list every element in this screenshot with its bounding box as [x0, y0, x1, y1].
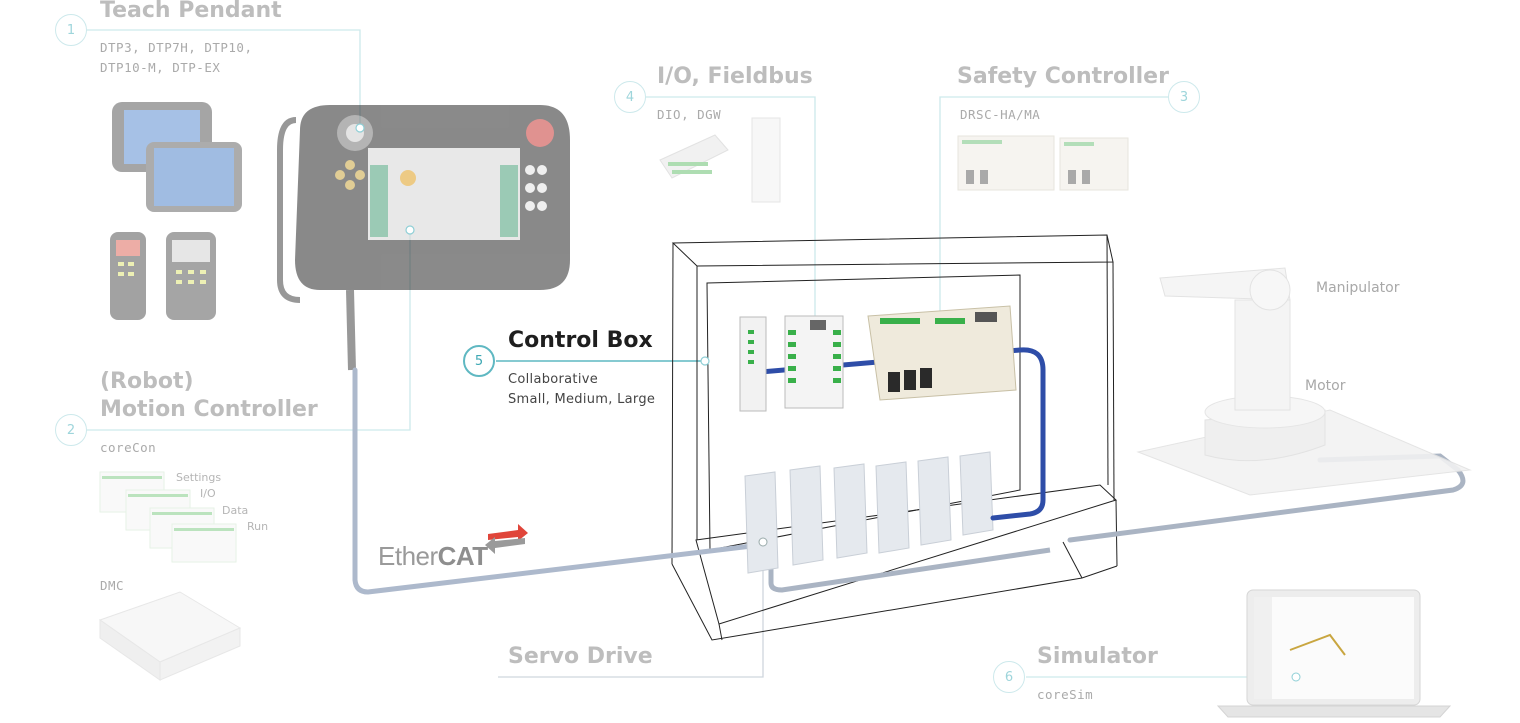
manipulator-label: Manipulator — [1316, 280, 1400, 296]
leader-dots — [355, 123, 710, 366]
simulator-title: Simulator — [1037, 644, 1158, 669]
servo-bus — [768, 545, 1051, 593]
ethercat-logo-part2: CAT — [437, 541, 489, 571]
dmc-label: DMC — [100, 578, 125, 593]
number-badge-4: 4 — [614, 81, 646, 113]
servo-drives — [744, 451, 994, 574]
safety-controller-title: Safety Controller — [957, 64, 1169, 89]
safety-controller-board — [867, 305, 1017, 401]
io-fieldbus-models: DIO, DGW — [657, 107, 722, 122]
corecon-screen-data: Data — [222, 504, 249, 517]
motion-controller-title-2: Motion Controller — [100, 397, 318, 422]
leader-lines — [87, 29, 1296, 678]
corecon-screens-image — [99, 471, 237, 563]
safety-controller-image — [957, 135, 1129, 191]
number-badge-5: 5 — [463, 345, 495, 377]
pendant-family-image — [110, 102, 242, 320]
simulator-software: coreSim — [1037, 687, 1094, 702]
teach-pendant-models-1: DTP3, DTP7H, DTP10, — [100, 40, 253, 55]
safety-controller-models: DRSC-HA/MA — [960, 107, 1041, 122]
number-badge-3: 3 — [1168, 81, 1200, 113]
servo-drive-title: Servo Drive — [508, 644, 653, 669]
teach-pendant-image — [277, 105, 570, 371]
motor-label: Motor — [1305, 378, 1346, 394]
ethercat-logo-arrows — [485, 524, 528, 554]
corecon-screen-io: I/O — [200, 487, 216, 500]
internal-bus — [757, 347, 1046, 521]
corecon-screen-settings: Settings — [176, 471, 222, 484]
dmc-image — [98, 591, 242, 681]
servo-leader — [498, 542, 764, 678]
number-badge-1: 1 — [55, 14, 87, 46]
control-box-title: Control Box — [508, 328, 653, 353]
io-modules — [739, 315, 844, 412]
corecon-screen-run: Run — [247, 520, 269, 533]
teach-pendant-title: Teach Pendant — [100, 0, 282, 23]
io-fieldbus-image — [659, 117, 781, 203]
control-box-frame — [671, 234, 1118, 641]
simulator-laptop-image — [1216, 589, 1452, 718]
number-badge-6: 6 — [993, 661, 1025, 693]
teach-pendant-models-2: DTP10-M, DTP-EX — [100, 60, 221, 75]
motion-controller-title-1: (Robot) — [100, 369, 194, 394]
number-badge-2: 2 — [55, 414, 87, 446]
ethercat-logo: EtherCAT — [378, 541, 488, 572]
motion-controller-software: coreCon — [100, 440, 157, 455]
control-box-line1: Collaborative — [508, 372, 599, 387]
manipulator-image — [1136, 267, 1472, 496]
ethercat-logo-part1: Ether — [378, 541, 438, 571]
control-box-line2: Small, Medium, Large — [508, 392, 656, 407]
io-fieldbus-title: I/O, Fieldbus — [657, 64, 813, 89]
ethercat-cable — [352, 367, 763, 595]
